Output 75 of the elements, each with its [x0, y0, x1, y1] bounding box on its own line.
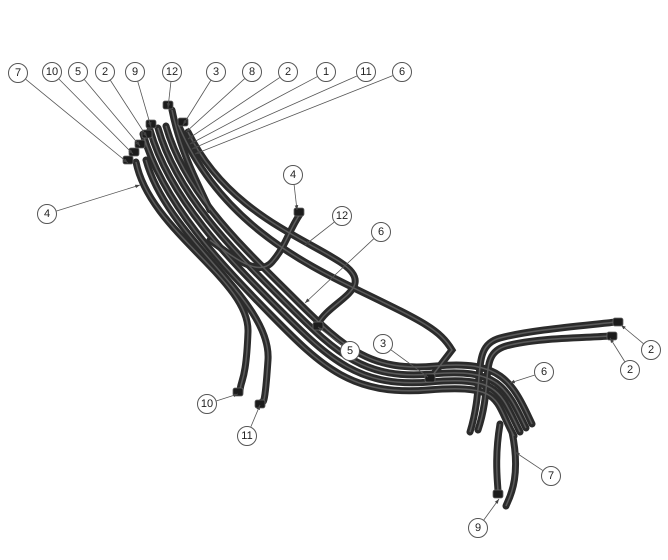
- callout-circle: [316, 62, 336, 82]
- leader-line: [304, 222, 335, 246]
- callout-circle: [68, 62, 88, 82]
- leader-line: [182, 80, 212, 126]
- callout-number: 4: [290, 170, 296, 180]
- callout-number: 2: [284, 66, 292, 78]
- leader-line: [186, 78, 245, 132]
- callout-number: 12: [166, 66, 178, 78]
- leader-line: [294, 184, 298, 210]
- callout-circle: [392, 62, 412, 82]
- callout-circle: [95, 62, 115, 82]
- leader-line: [216, 394, 238, 402]
- leader-line: [58, 78, 134, 154]
- callout-number: 3: [380, 338, 386, 350]
- callout-circle: [373, 334, 393, 354]
- callout-circle: [534, 362, 554, 382]
- callout-number: 9: [132, 66, 138, 78]
- callout-circle: [340, 341, 360, 361]
- callout-circle: [468, 518, 488, 538]
- callout-number: 11: [241, 430, 253, 442]
- callout-number: 6: [398, 66, 406, 78]
- callout-circle: [42, 62, 62, 82]
- leader-line: [84, 79, 140, 146]
- callout-circle: [332, 206, 352, 226]
- callout-circle: [278, 62, 298, 82]
- leader-line: [514, 452, 544, 471]
- callout-circle: [197, 394, 217, 414]
- leader-line: [25, 78, 128, 164]
- callout-circle: [356, 62, 376, 82]
- leader-line: [510, 374, 535, 384]
- callout-number: 1: [322, 66, 330, 78]
- callout-number: 2: [648, 344, 654, 356]
- leader-line: [304, 238, 374, 304]
- callout-number: 10: [200, 398, 214, 410]
- callout-circle: [37, 204, 57, 224]
- callout-circle: [206, 62, 226, 82]
- leader-line: [190, 76, 318, 144]
- leader-line: [110, 80, 148, 138]
- callout-circle: [620, 360, 640, 380]
- leader-line: [610, 338, 626, 362]
- leader-line: [483, 498, 500, 520]
- callout-number: 7: [14, 68, 22, 78]
- callout-number: 6: [540, 366, 548, 378]
- leader-line: [250, 404, 260, 428]
- callout-number: 6: [378, 226, 384, 238]
- callout-number: 4: [44, 208, 50, 220]
- callout-circle: [162, 62, 182, 82]
- callout-circle: [125, 62, 145, 82]
- callout-number: 10: [46, 66, 58, 78]
- callout-number: 5: [74, 66, 82, 78]
- leader-line: [620, 324, 644, 344]
- callout-number: 12: [336, 210, 348, 222]
- leader-line: [56, 184, 140, 212]
- leader-line: [390, 350, 428, 378]
- callout-circle: [242, 62, 262, 82]
- callout-number: 9: [474, 522, 482, 534]
- leader-line: [194, 75, 394, 154]
- callout-circle: [237, 426, 257, 446]
- callout-number: 11: [360, 66, 372, 78]
- callout-circle: [8, 63, 28, 83]
- leader-line: [188, 77, 280, 140]
- callout-circle: [541, 466, 561, 486]
- callout-circle: [641, 340, 661, 360]
- leader-line: [192, 76, 358, 150]
- callout-number: 7: [548, 470, 554, 482]
- callout-number: 5: [346, 346, 354, 356]
- callout-number: 3: [212, 66, 220, 78]
- callout-circle: [371, 222, 391, 242]
- leader-line: [137, 81, 152, 128]
- callout-number: 2: [626, 364, 634, 376]
- leader-line: [318, 326, 342, 346]
- callout-circle: [283, 165, 303, 185]
- callout-number: 8: [248, 66, 256, 78]
- leader-line: [166, 82, 172, 108]
- callout-number: 2: [102, 66, 108, 78]
